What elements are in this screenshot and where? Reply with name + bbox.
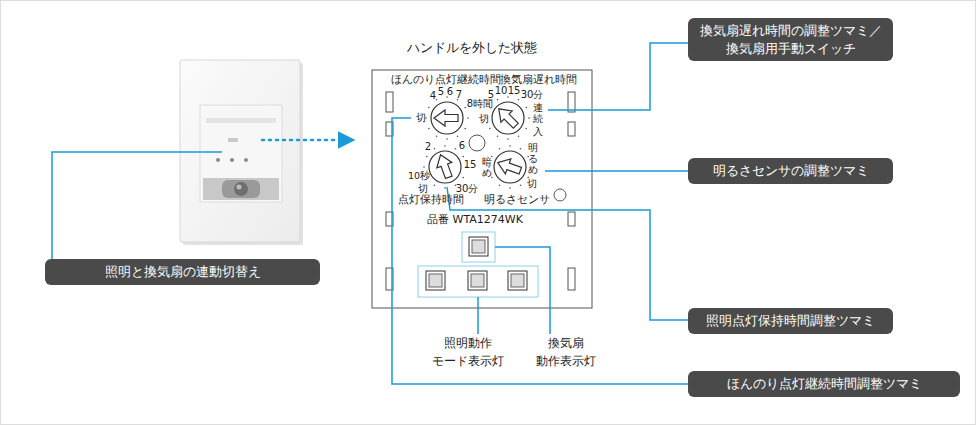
leader-lines: [52, 43, 688, 384]
callout-box: 照明と換気扇の連動切替え: [45, 259, 320, 285]
indicator-label: 換気扇 動作表示灯: [524, 334, 608, 370]
dial-label: 2: [425, 141, 431, 153]
callout-text: 換気扇遅れ時間の調整ツマミ／ 換気扇用手動スイッチ: [696, 22, 885, 57]
dial-label: 10: [495, 85, 508, 97]
dial-label: 切: [416, 112, 426, 124]
dial-label: 7: [456, 89, 462, 101]
indicator-label: 照明動作 モード表示灯: [426, 334, 510, 370]
dial-label: 30分: [521, 89, 544, 101]
dial-label: 換気扇遅れ時間: [500, 73, 577, 85]
dial-label: 暗め: [482, 156, 492, 178]
callout-box: ほんのり点灯継続時間調整ツマミ: [688, 371, 960, 397]
dial-label: 切: [527, 178, 537, 190]
panel-heading: ハンドルを外した状態: [407, 39, 537, 57]
dial-label: 6: [459, 140, 465, 152]
dotted-arrow: [262, 139, 352, 142]
dial-label: 15: [508, 85, 521, 97]
callout-box: 換気扇遅れ時間の調整ツマミ／ 換気扇用手動スイッチ: [688, 18, 893, 61]
part-number: 品番 WTA1274WK: [427, 214, 523, 227]
dial-label: 入: [533, 126, 543, 138]
switch-panel: [372, 70, 592, 308]
dial-label: 切: [479, 113, 489, 125]
dial-label: 6: [447, 86, 453, 98]
dial-label: 点灯保持時間: [398, 193, 464, 205]
dial-label: 5: [488, 89, 494, 101]
dial-knobs: [423, 96, 532, 189]
dial-label: 明るめ: [528, 142, 538, 175]
callout-text: 照明と換気扇の連動切替え: [53, 263, 312, 281]
dial-label: ほんのり点灯継続時間: [391, 73, 501, 85]
dial-label: 明るさセンサ: [484, 193, 550, 205]
callout-box: 照明点灯保持時間調整ツマミ: [688, 308, 893, 334]
dial-label: 15: [464, 159, 477, 171]
callout-text: 照明点灯保持時間調整ツマミ: [696, 312, 885, 330]
callout-text: 明るさセンサの調整ツマミ: [696, 162, 885, 180]
callout-text: ほんのり点灯継続時間調整ツマミ: [696, 375, 952, 393]
dial-label: 4: [430, 90, 436, 102]
dial-label: 連続: [533, 102, 543, 124]
dial-label: 5: [438, 86, 444, 98]
callout-box: 明るさセンサの調整ツマミ: [688, 158, 893, 184]
dial-label: 10秒: [408, 171, 430, 182]
